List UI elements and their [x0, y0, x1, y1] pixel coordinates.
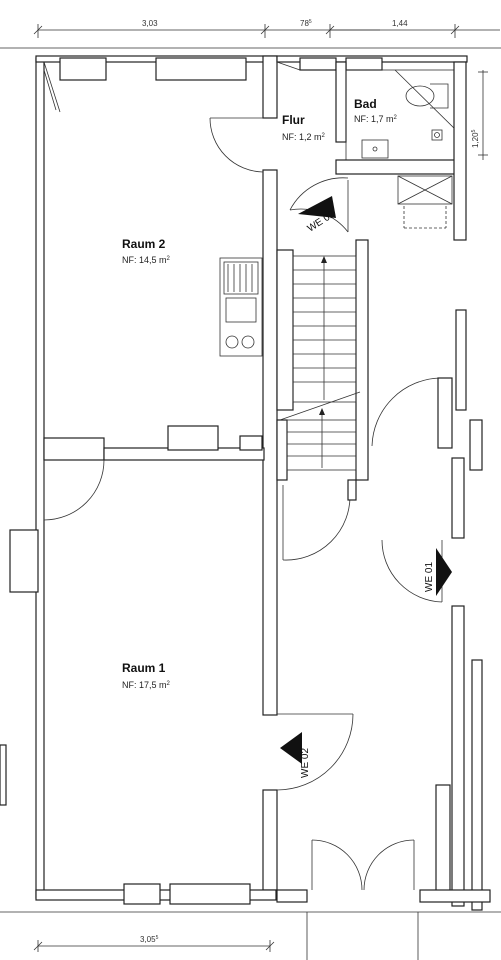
entrance-we01: WE 01 [381, 419, 483, 911]
room-label-raum2: Raum 2 NF: 14,5 m2 [122, 237, 171, 265]
room-name-raum1: Raum 1 [122, 661, 166, 675]
room-name-bad: Bad [354, 97, 377, 111]
flur-door [209, 117, 264, 173]
room-area-raum1-sup: 2 [167, 681, 171, 687]
dim-bottom-value: 3,05 [140, 935, 156, 944]
dim-top-left: 3,03 [142, 19, 158, 28]
room-area-raum2-value: NF: 14,5 m [122, 255, 167, 265]
room-area-bad: NF: 1,7 m2 [354, 114, 398, 124]
room-area-raum2-sup: 2 [167, 256, 171, 262]
we01-label: WE 01 [424, 562, 435, 592]
bathroom-area [276, 55, 468, 241]
exterior-walls [35, 55, 278, 899]
dim-top-middle-sup: 5 [309, 19, 312, 25]
room-name-flur: Flur [282, 113, 305, 127]
dim-bottom-sup: 5 [156, 935, 159, 941]
room-label-raum1: Raum 1 NF: 17,5 m2 [122, 661, 171, 690]
room-area-raum2: NF: 14,5 m2 [122, 255, 171, 265]
bottom-wall [0, 883, 501, 960]
room-label-bad: Bad NF: 1,7 m2 [354, 97, 398, 124]
room-name-raum2: Raum 2 [122, 237, 166, 251]
room-area-raum1: NF: 17,5 m2 [122, 680, 171, 690]
dim-right-side-value: 1,20 [471, 132, 480, 148]
right-dimension-line: 1,205 [471, 70, 488, 160]
staircase [276, 239, 369, 481]
room-area-bad-sup: 2 [394, 115, 398, 121]
kitchenette [219, 257, 263, 357]
dim-top-middle: 785 [300, 19, 312, 28]
room-area-flur-sup: 2 [322, 133, 326, 139]
entrance-we02-bottom: WE 02 [276, 713, 354, 791]
room-label-flur: Flur NF: 1,2 m2 [282, 113, 326, 142]
entrance-we02-top: WE 02 [289, 177, 349, 235]
dim-top-right: 1,44 [392, 19, 408, 28]
room-area-raum1-value: NF: 17,5 m [122, 680, 167, 690]
dim-top-middle-value: 78 [300, 19, 309, 28]
top-dimension-line: 3,03 785 1,44 [33, 19, 500, 38]
dim-right-side-sup: 5 [471, 129, 477, 132]
room-area-bad-value: NF: 1,7 m [354, 114, 394, 124]
bottom-dimension-line: 3,055 [33, 935, 275, 952]
we02-bottom-label: WE 02 [300, 748, 311, 778]
room-area-flur-value: NF: 1,2 m [282, 132, 322, 142]
room-area-flur: NF: 1,2 m2 [282, 132, 326, 142]
partition-wall [43, 425, 265, 521]
main-entrance-doors [311, 784, 451, 896]
dim-right-side: 1,205 [471, 129, 480, 148]
dim-bottom: 3,055 [140, 935, 159, 944]
